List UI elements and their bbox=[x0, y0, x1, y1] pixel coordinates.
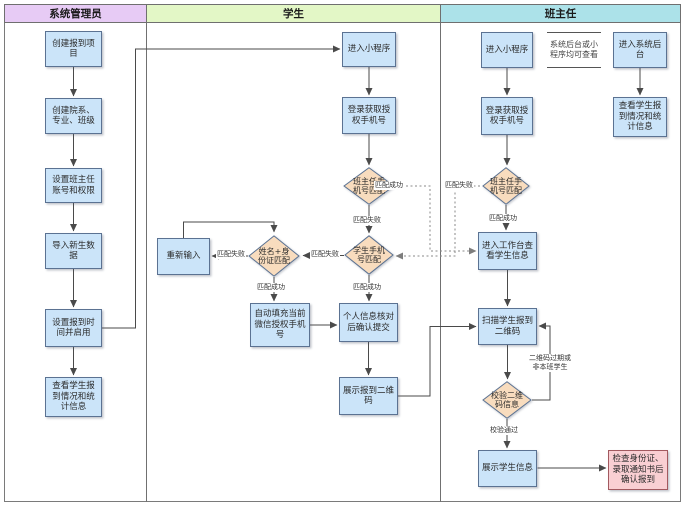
edge-label-match-fail: 匹配失败 bbox=[444, 181, 474, 190]
lane-header-student: 学生 bbox=[146, 4, 441, 23]
node-admin-import-students: 导入新生数据 bbox=[45, 233, 102, 269]
node-teacher-scan-qr: 扫描学生报到二维码 bbox=[478, 308, 537, 345]
diamond-shape bbox=[482, 167, 530, 205]
edge-label-match-ok: 匹配成功 bbox=[488, 214, 518, 223]
decision-name-id-match: 姓名+身份证匹配 bbox=[248, 235, 300, 277]
edge-label-match-ok: 匹配成功 bbox=[352, 283, 382, 292]
node-admin-create-departments: 创建院系、专业、班级 bbox=[45, 98, 102, 134]
decision-student-teacher-phone-match: 班主任手机号匹配 bbox=[343, 167, 395, 205]
node-teacher-login-get-phone: 登录获取授权手机号 bbox=[481, 97, 533, 135]
lane-header-admin: 系统管理员 bbox=[4, 4, 147, 23]
node-teacher-enter-backend: 进入系统后台 bbox=[613, 32, 667, 68]
node-teacher-view-stats: 查看学生报到情况和统计信息 bbox=[613, 97, 667, 137]
decision-teacher-phone-match: 班主任手机号匹配 bbox=[482, 167, 530, 205]
node-admin-create-project: 创建报到项目 bbox=[45, 31, 102, 67]
node-student-login-get-phone: 登录获取授权手机号 bbox=[342, 97, 396, 134]
decision-student-phone-match: 学生手机号匹配 bbox=[344, 235, 394, 275]
node-teacher-confirm-checkin: 检查身份证、录取通知书后确认报到 bbox=[608, 450, 668, 490]
node-teacher-enter-miniapp: 进入小程序 bbox=[481, 32, 533, 68]
node-teacher-open-workbench: 进入工作台查看学生信息 bbox=[478, 232, 537, 270]
node-admin-set-checkin-time: 设置报到时间并启用 bbox=[45, 309, 102, 347]
edge-label-match-fail: 匹配失败 bbox=[310, 250, 340, 259]
node-teacher-show-student-info: 展示学生信息 bbox=[478, 450, 537, 487]
edge-label-match-ok: 匹配成功 bbox=[374, 181, 404, 190]
lane-divider bbox=[440, 4, 441, 502]
diamond-shape bbox=[482, 381, 532, 419]
edge-label-match-fail: 匹配失败 bbox=[216, 250, 246, 259]
note-backend-or-miniapp: 系统后台或小程序均可查看 bbox=[547, 32, 601, 68]
node-student-autofill-phone: 自动填充当前微信授权手机号 bbox=[250, 303, 310, 347]
edge-label-match-fail: 匹配失败 bbox=[352, 216, 382, 225]
diamond-shape bbox=[343, 167, 395, 205]
lane-header-teacher: 班主任 bbox=[440, 4, 681, 23]
node-admin-set-teacher-accounts: 设置班主任账号和权限 bbox=[45, 168, 102, 203]
node-student-reenter: 重新输入 bbox=[157, 238, 210, 275]
decision-verify-qr: 校验二维码信息 bbox=[482, 381, 532, 419]
edge-label-verify-pass: 校验通过 bbox=[489, 426, 519, 435]
lane-divider bbox=[146, 4, 147, 502]
diamond-shape bbox=[344, 235, 394, 275]
node-student-enter-miniapp: 进入小程序 bbox=[342, 32, 396, 67]
node-admin-view-stats: 查看学生报到情况和统计信息 bbox=[45, 377, 102, 417]
edge-label-qr-invalid: 二维码过期或非本班学生 bbox=[527, 354, 573, 372]
node-student-confirm-submit: 个人信息核对后确认提交 bbox=[339, 303, 398, 342]
diamond-shape bbox=[248, 235, 300, 277]
diagram-frame bbox=[4, 4, 681, 502]
edge-label-match-ok: 匹配成功 bbox=[256, 283, 286, 292]
node-student-show-qr: 展示报到二维码 bbox=[339, 377, 398, 415]
